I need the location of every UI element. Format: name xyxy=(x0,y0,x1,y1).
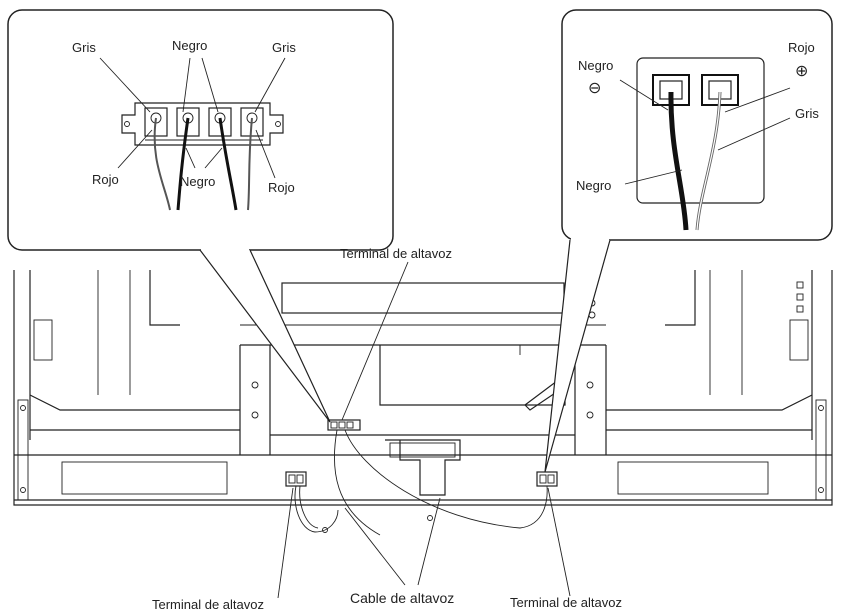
label-rojo-right: Rojo xyxy=(268,180,295,195)
label-gris-right: Gris xyxy=(272,40,296,55)
right-speaker-terminal xyxy=(536,471,558,487)
bottom-leader-lines xyxy=(277,261,571,599)
label-negro-minus: Negro xyxy=(578,58,613,73)
label-negro-lower: Negro xyxy=(576,178,611,193)
plus-symbol: ⊕ xyxy=(795,63,808,80)
label-cable: Cable de altavoz xyxy=(350,590,454,606)
label-terminal-top: Terminal de altavoz xyxy=(340,246,452,261)
left-callout: Gris Negro Gris Rojo Negro Rojo xyxy=(7,9,394,423)
minus-symbol: ⊖ xyxy=(588,80,601,97)
label-negro-bottom: Negro xyxy=(180,174,215,189)
speaker-cables xyxy=(294,429,548,536)
label-rojo-plus: Rojo xyxy=(788,40,815,55)
label-gris-left: Gris xyxy=(72,40,96,55)
monitor-rear-body xyxy=(13,270,833,506)
right-callout: Negro ⊖ Rojo ⊕ Gris Negro xyxy=(544,9,833,473)
label-gris: Gris xyxy=(795,106,819,121)
label-negro-top: Negro xyxy=(172,38,207,53)
label-rojo-left: Rojo xyxy=(92,172,119,187)
left-speaker-terminal xyxy=(285,471,307,487)
center-speaker-terminal xyxy=(327,419,361,431)
label-terminal-bottom-right: Terminal de altavoz xyxy=(510,595,622,609)
label-terminal-bottom-left: Terminal de altavoz xyxy=(152,597,264,609)
